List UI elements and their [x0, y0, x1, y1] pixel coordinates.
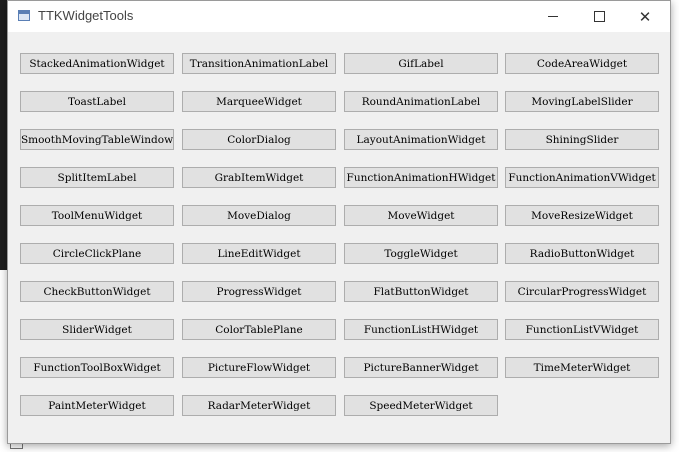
circular-progress-widget-button[interactable]: CircularProgressWidget: [505, 281, 659, 302]
smooth-moving-table-window-button[interactable]: SmoothMovingTableWindow: [20, 129, 174, 150]
move-dialog-button[interactable]: MoveDialog: [182, 205, 336, 226]
split-item-label-button[interactable]: SplitItemLabel: [20, 167, 174, 188]
transition-animation-label-button[interactable]: TransitionAnimationLabel: [182, 53, 336, 74]
toast-label-button[interactable]: ToastLabel: [20, 91, 174, 112]
color-table-plane-button[interactable]: ColorTablePlane: [182, 319, 336, 340]
function-tool-box-widget-button[interactable]: FunctionToolBoxWidget: [20, 357, 174, 378]
move-widget-button[interactable]: MoveWidget: [344, 205, 498, 226]
code-area-widget-button[interactable]: CodeAreaWidget: [505, 53, 659, 74]
slider-widget-button[interactable]: SliderWidget: [20, 319, 174, 340]
function-animation-h-widget-button[interactable]: FunctionAnimationHWidget: [344, 167, 498, 188]
radio-button-widget-button[interactable]: RadioButtonWidget: [505, 243, 659, 264]
progress-widget-button[interactable]: ProgressWidget: [182, 281, 336, 302]
color-dialog-button[interactable]: ColorDialog: [182, 129, 336, 150]
stacked-animation-widget-button[interactable]: StackedAnimationWidget: [20, 53, 174, 74]
minimize-button[interactable]: [530, 1, 576, 32]
gif-label-button[interactable]: GifLabel: [344, 53, 498, 74]
picture-banner-widget-button[interactable]: PictureBannerWidget: [344, 357, 498, 378]
speed-meter-widget-button[interactable]: SpeedMeterWidget: [344, 395, 498, 416]
grab-item-widget-button[interactable]: GrabItemWidget: [182, 167, 336, 188]
time-meter-widget-button[interactable]: TimeMeterWidget: [505, 357, 659, 378]
move-resize-widget-button[interactable]: MoveResizeWidget: [505, 205, 659, 226]
window-title: TTKWidgetTools: [38, 8, 134, 23]
radar-meter-widget-button[interactable]: RadarMeterWidget: [182, 395, 336, 416]
function-list-v-widget-button[interactable]: FunctionListVWidget: [505, 319, 659, 340]
layout-animation-widget-button[interactable]: LayoutAnimationWidget: [344, 129, 498, 150]
check-button-widget-button[interactable]: CheckButtonWidget: [20, 281, 174, 302]
toggle-widget-button[interactable]: ToggleWidget: [344, 243, 498, 264]
maximize-button[interactable]: [576, 1, 622, 32]
picture-flow-widget-button[interactable]: PictureFlowWidget: [182, 357, 336, 378]
background-window-dark-strip: [0, 0, 8, 270]
flat-button-widget-button[interactable]: FlatButtonWidget: [344, 281, 498, 302]
moving-label-slider-button[interactable]: MovingLabelSlider: [505, 91, 659, 112]
circle-click-plane-button[interactable]: CircleClickPlane: [20, 243, 174, 264]
function-animation-v-widget-button[interactable]: FunctionAnimationVWidget: [505, 167, 659, 188]
marquee-widget-button[interactable]: MarqueeWidget: [182, 91, 336, 112]
round-animation-label-button[interactable]: RoundAnimationLabel: [344, 91, 498, 112]
paint-meter-widget-button[interactable]: PaintMeterWidget: [20, 395, 174, 416]
minimize-icon: [548, 16, 558, 17]
title-bar[interactable]: TTKWidgetTools ✕: [8, 1, 670, 32]
maximize-icon: [593, 11, 605, 22]
close-button[interactable]: ✕: [622, 1, 668, 32]
app-window-icon: [18, 10, 30, 21]
close-icon: ✕: [638, 7, 652, 26]
function-list-h-widget-button[interactable]: FunctionListHWidget: [344, 319, 498, 340]
tool-menu-widget-button[interactable]: ToolMenuWidget: [20, 205, 174, 226]
shining-slider-button[interactable]: ShiningSlider: [505, 129, 659, 150]
line-edit-widget-button[interactable]: LineEditWidget: [182, 243, 336, 264]
